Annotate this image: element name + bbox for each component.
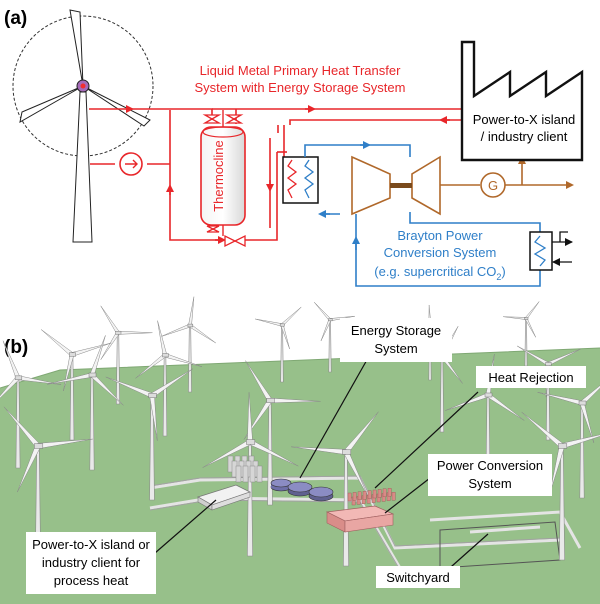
heat-transfer-label-line2: System with Energy Storage System [195,80,406,95]
panel-b: (b) [0,296,600,604]
pump-icon [119,152,143,176]
energy-storage-tanks [270,478,334,502]
cooling-fin-icon [377,489,382,498]
heat-exchanger-icon [282,156,319,204]
cooling-fin-icon [391,492,396,501]
p2x-label-line2: / industry client [481,129,568,144]
turbine-icon [351,155,574,216]
switchyard-callout: Switchyard [376,566,460,588]
panel-a-label: (a) [4,8,27,29]
factory-icon: Power-to-X island / industry client [460,40,584,162]
p2x-b-label-line2: industry client for [42,555,141,570]
silo-icon [242,465,249,483]
generator-label: G [488,178,498,193]
wind-turbine-3d-icon [521,411,600,561]
cooling-fin-icon [382,488,387,497]
heat-rejection-label: Heat Rejection [488,370,573,385]
wind-turbine-3d-icon [3,406,93,561]
wind-farm [0,296,600,567]
wind-turbine-3d-icon [135,320,203,437]
p2x-b-label-line1: Power-to-X island or [32,537,150,552]
brayton-example-label: (e.g. supercritical CO2) [374,264,505,282]
silo-icon [256,465,263,483]
wind-turbine-3d-icon [160,296,216,393]
valve-top-icon [202,114,244,124]
heat-rejection-callout: Heat Rejection [476,366,586,388]
thermocline-label: Thermocline [211,140,226,212]
liquid-metal-loop [89,105,474,244]
panel-b-label: (b) [4,337,28,358]
cooling-fin-icon [367,490,372,499]
energy-storage-label-line2: System [374,341,417,356]
power-conversion-label-line1: Power Conversion [437,458,543,473]
wind-turbine-3d-icon [255,306,302,383]
wind-turbine-3d-icon [100,305,153,405]
power-conversion-callout: Power Conversion System [428,454,552,496]
heat-rejection-fins [347,488,396,506]
cooling-fin-icon [362,491,367,500]
energy-storage-label-line1: Energy Storage [351,323,441,338]
p2x-callout: Power-to-X island or industry client for… [26,532,156,594]
cooling-fin-icon [347,492,352,502]
p2x-b-label-line3: process heat [54,573,129,588]
wind-turbine-3d-icon [291,411,379,567]
cooling-fin-icon [352,492,357,501]
wind-turbine-3d-icon [105,368,194,501]
generator-icon: G [480,172,506,198]
wind-turbine-icon [12,9,154,243]
brayton-label-line1: Brayton Power [397,228,483,243]
cooler-icon [529,231,573,271]
site-roads-outline [149,475,561,571]
silo-icon [249,465,256,483]
cooling-fin-icon [357,491,362,500]
power-conversion-building [325,505,395,533]
brayton-label-line2: Conversion System [384,245,497,260]
heat-transfer-label-line1: Liquid Metal Primary Heat Transfer [200,63,402,78]
energy-storage-callout: Energy Storage System [340,318,452,362]
power-conversion-label-line2: System [468,476,511,491]
silo-icon [235,465,242,483]
switchyard-label: Switchyard [386,570,450,585]
wind-turbine-3d-icon [537,385,600,499]
p2x-label-line1: Power-to-X island [473,112,576,127]
thermocline-tank: Thermocline [200,110,246,236]
cooling-fin-icon [387,488,392,497]
wind-turbine-3d-icon [47,335,124,471]
panel-a: (a) [4,8,584,287]
storage-silos [227,455,263,483]
cooling-fin-icon [372,489,377,499]
valve-bottom-icon [206,225,246,248]
